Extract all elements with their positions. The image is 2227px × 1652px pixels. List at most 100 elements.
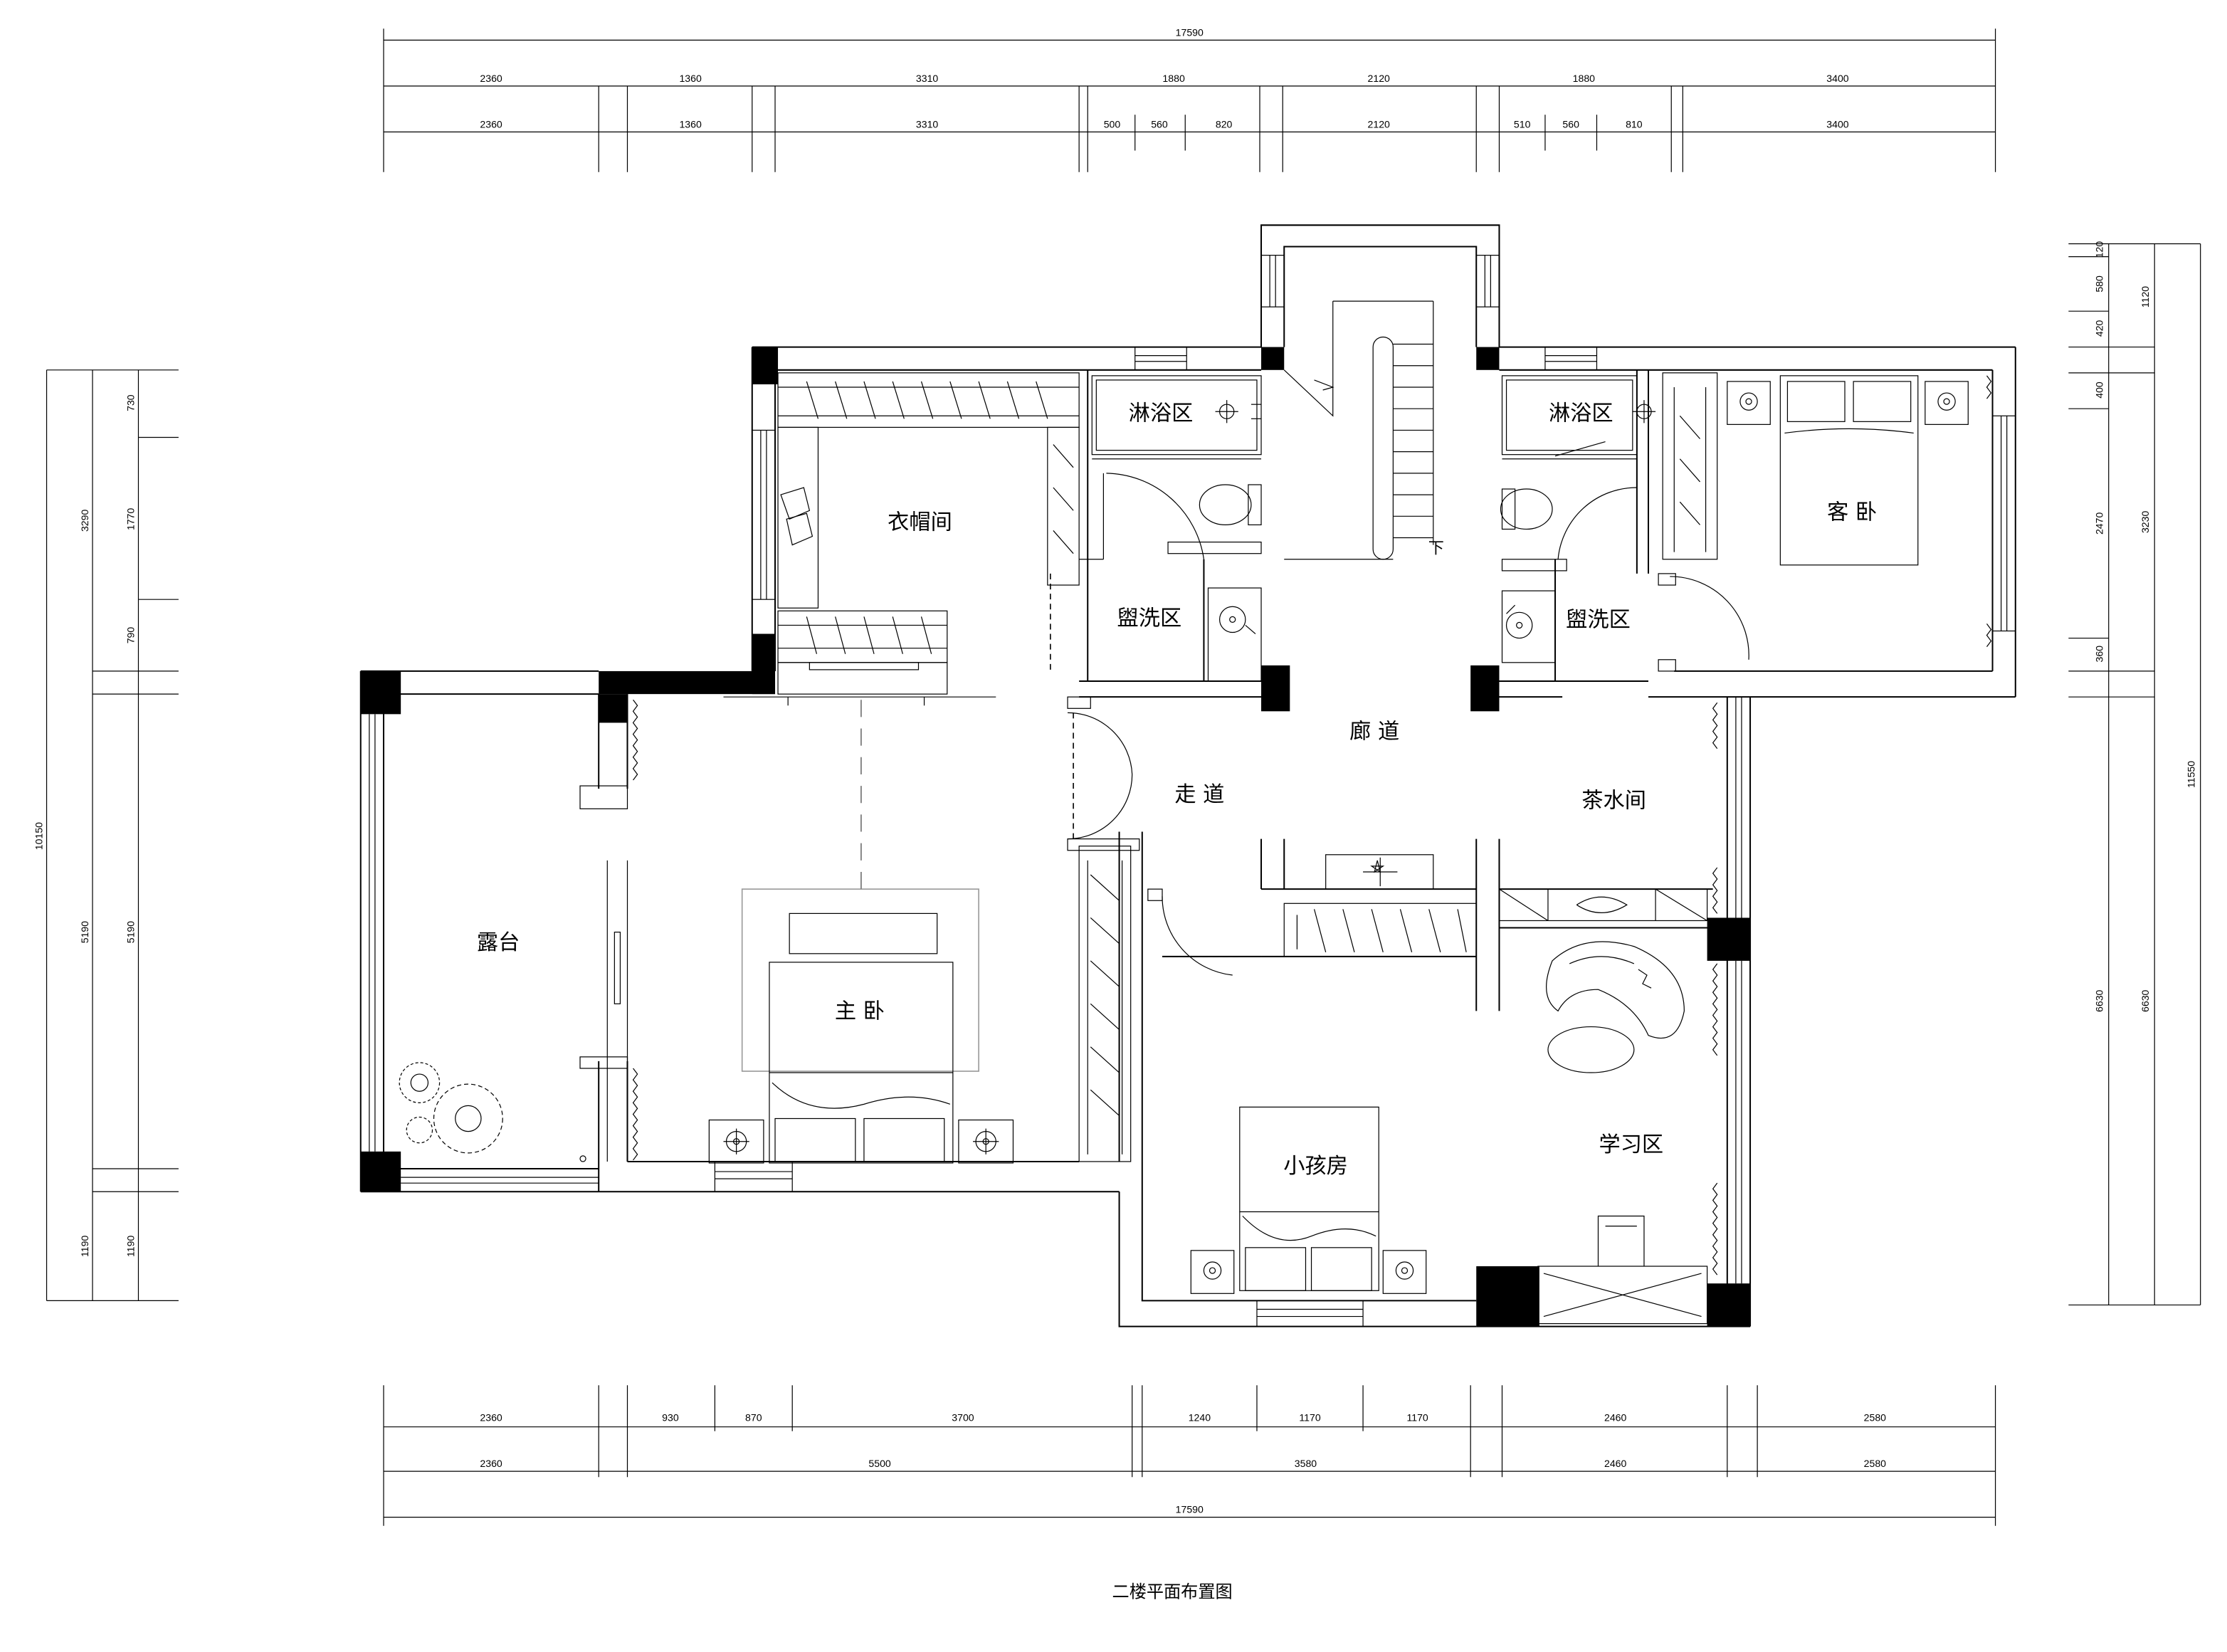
stair-down-label: 下 [1428, 540, 1444, 558]
dim-label: 2460 [1604, 1412, 1627, 1424]
room-label-walkway: 走 道 [1174, 782, 1224, 807]
dim-right-total: 11550 [2186, 761, 2197, 788]
top-dimension-lines [383, 28, 1996, 172]
room-label-master-bedroom: 主 卧 [835, 999, 885, 1024]
dim-label: 810 [1626, 118, 1643, 130]
dim-label: 820 [1216, 118, 1233, 130]
dim-label: 2580 [1864, 1458, 1887, 1469]
column [1707, 1283, 1751, 1327]
plant-icon [399, 1062, 503, 1154]
dim-label: 1120 [2139, 286, 2151, 307]
dim-label: 3290 [79, 510, 90, 532]
column [1261, 665, 1290, 712]
dim-label: 1170 [1299, 1412, 1320, 1424]
dim-label: 2360 [480, 1412, 502, 1424]
dim-label: 5190 [79, 921, 90, 944]
cloakroom-wardrobe [723, 372, 1080, 706]
master-bedroom-furniture [708, 700, 1014, 1164]
drain-icon [579, 1155, 586, 1162]
dim-label: 930 [662, 1412, 679, 1424]
column [1476, 1266, 1539, 1327]
dim-label: 1880 [1162, 73, 1185, 84]
dim-label: 2360 [480, 118, 502, 130]
dim-bottom-total: 17590 [1176, 1504, 1204, 1515]
dim-label: 3230 [2139, 511, 2151, 534]
left-dimension-lines [46, 369, 179, 1301]
room-label-shower-right: 淋浴区 [1549, 401, 1613, 426]
left-bathroom-fixtures [1079, 375, 1262, 682]
study-furniture [1537, 941, 1708, 1325]
column [1261, 347, 1285, 370]
dim-label: 3310 [916, 118, 939, 130]
dim-label: 1360 [679, 73, 702, 84]
terrace-features [579, 785, 628, 1162]
wall-segment [752, 633, 776, 695]
structural-columns [360, 347, 1751, 1327]
dim-label: 6630 [2094, 989, 2105, 1012]
dim-label: 5190 [125, 921, 136, 944]
dim-label: 2360 [480, 1458, 502, 1469]
guest-bedroom-furniture [1658, 372, 1969, 672]
dim-label: 1770 [125, 508, 136, 531]
dim-bottom-row1: 2360 930 870 3700 1240 1170 1170 2460 25… [480, 1412, 1886, 1424]
dim-label: 420 [2094, 320, 2105, 337]
kids-bedroom-furniture [1190, 1106, 1427, 1294]
dim-left-mid: 3290 5190 1190 [79, 510, 90, 1257]
room-label-kids-room: 小孩房 [1283, 1154, 1348, 1179]
dim-label: 2120 [1368, 118, 1391, 130]
staircase [1283, 300, 1434, 560]
dim-label: 2360 [480, 73, 502, 84]
dim-label: 730 [125, 394, 136, 411]
dim-label: 3400 [1826, 118, 1849, 130]
wall-lines [359, 224, 2016, 1327]
dim-top-row2: 2360 1360 3310 500 560 820 2120 510 560 … [480, 118, 1848, 130]
dim-label: 790 [125, 627, 136, 644]
dim-label: 1190 [79, 1236, 90, 1257]
corridor-doors [1050, 573, 1140, 851]
drawing-title: 二楼平面布置图 [1112, 1582, 1233, 1601]
dim-top-total: 17590 [1176, 26, 1204, 38]
windows [369, 255, 2016, 1327]
column [1470, 665, 1500, 712]
dim-label: 580 [2094, 275, 2105, 293]
dim-label: 1360 [679, 118, 702, 130]
room-label-cloakroom: 衣帽间 [888, 510, 952, 535]
dim-label: 5500 [868, 1458, 891, 1469]
dim-label: 2460 [1604, 1458, 1627, 1469]
dim-label: 510 [1514, 118, 1531, 130]
dim-label: 560 [1151, 118, 1168, 130]
dim-label: 2120 [1368, 73, 1391, 84]
dim-label: 3580 [1295, 1458, 1317, 1469]
room-label-wash-left: 盥洗区 [1117, 606, 1182, 631]
dim-label: 2470 [2094, 512, 2105, 535]
dim-label: 400 [2094, 382, 2105, 399]
room-label-wash-right: 盥洗区 [1566, 607, 1631, 632]
room-label-corridor: 廊 道 [1349, 720, 1399, 745]
kids-room-wardrobe [1078, 846, 1240, 1162]
dim-label: 3400 [1826, 73, 1849, 84]
centre-cabinets [1283, 854, 1708, 957]
curtains [632, 375, 1992, 1275]
dim-label: 3700 [952, 1412, 974, 1424]
dim-bottom-row2: 2360 5500 3580 2460 2580 [480, 1458, 1886, 1469]
column [1476, 347, 1500, 370]
dim-right-inner: 120 580 420 400 2470 360 6630 [2094, 241, 2105, 1012]
room-label-terrace: 露台 [477, 930, 520, 955]
room-label-study: 学习区 [1599, 1132, 1663, 1157]
dim-right-mid: 1120 3230 6630 [2139, 286, 2151, 1012]
right-bathroom-fixtures [1500, 375, 1656, 663]
dim-label: 560 [1562, 118, 1579, 130]
dim-left-inner: 730 1770 790 5190 1190 [125, 394, 136, 1257]
dim-label: 3310 [916, 73, 939, 84]
bottom-dimension-lines [383, 1385, 1996, 1526]
room-label-tea-room: 茶水间 [1581, 788, 1646, 813]
dim-label: 1170 [1406, 1412, 1428, 1424]
room-label-guest-bedroom: 客 卧 [1827, 500, 1877, 525]
dim-label: 120 [2094, 241, 2105, 258]
dim-label: 1190 [125, 1236, 136, 1257]
dim-left-total: 10150 [33, 822, 44, 850]
column [599, 694, 628, 723]
column [1707, 917, 1751, 961]
dim-label: 1880 [1573, 73, 1596, 84]
